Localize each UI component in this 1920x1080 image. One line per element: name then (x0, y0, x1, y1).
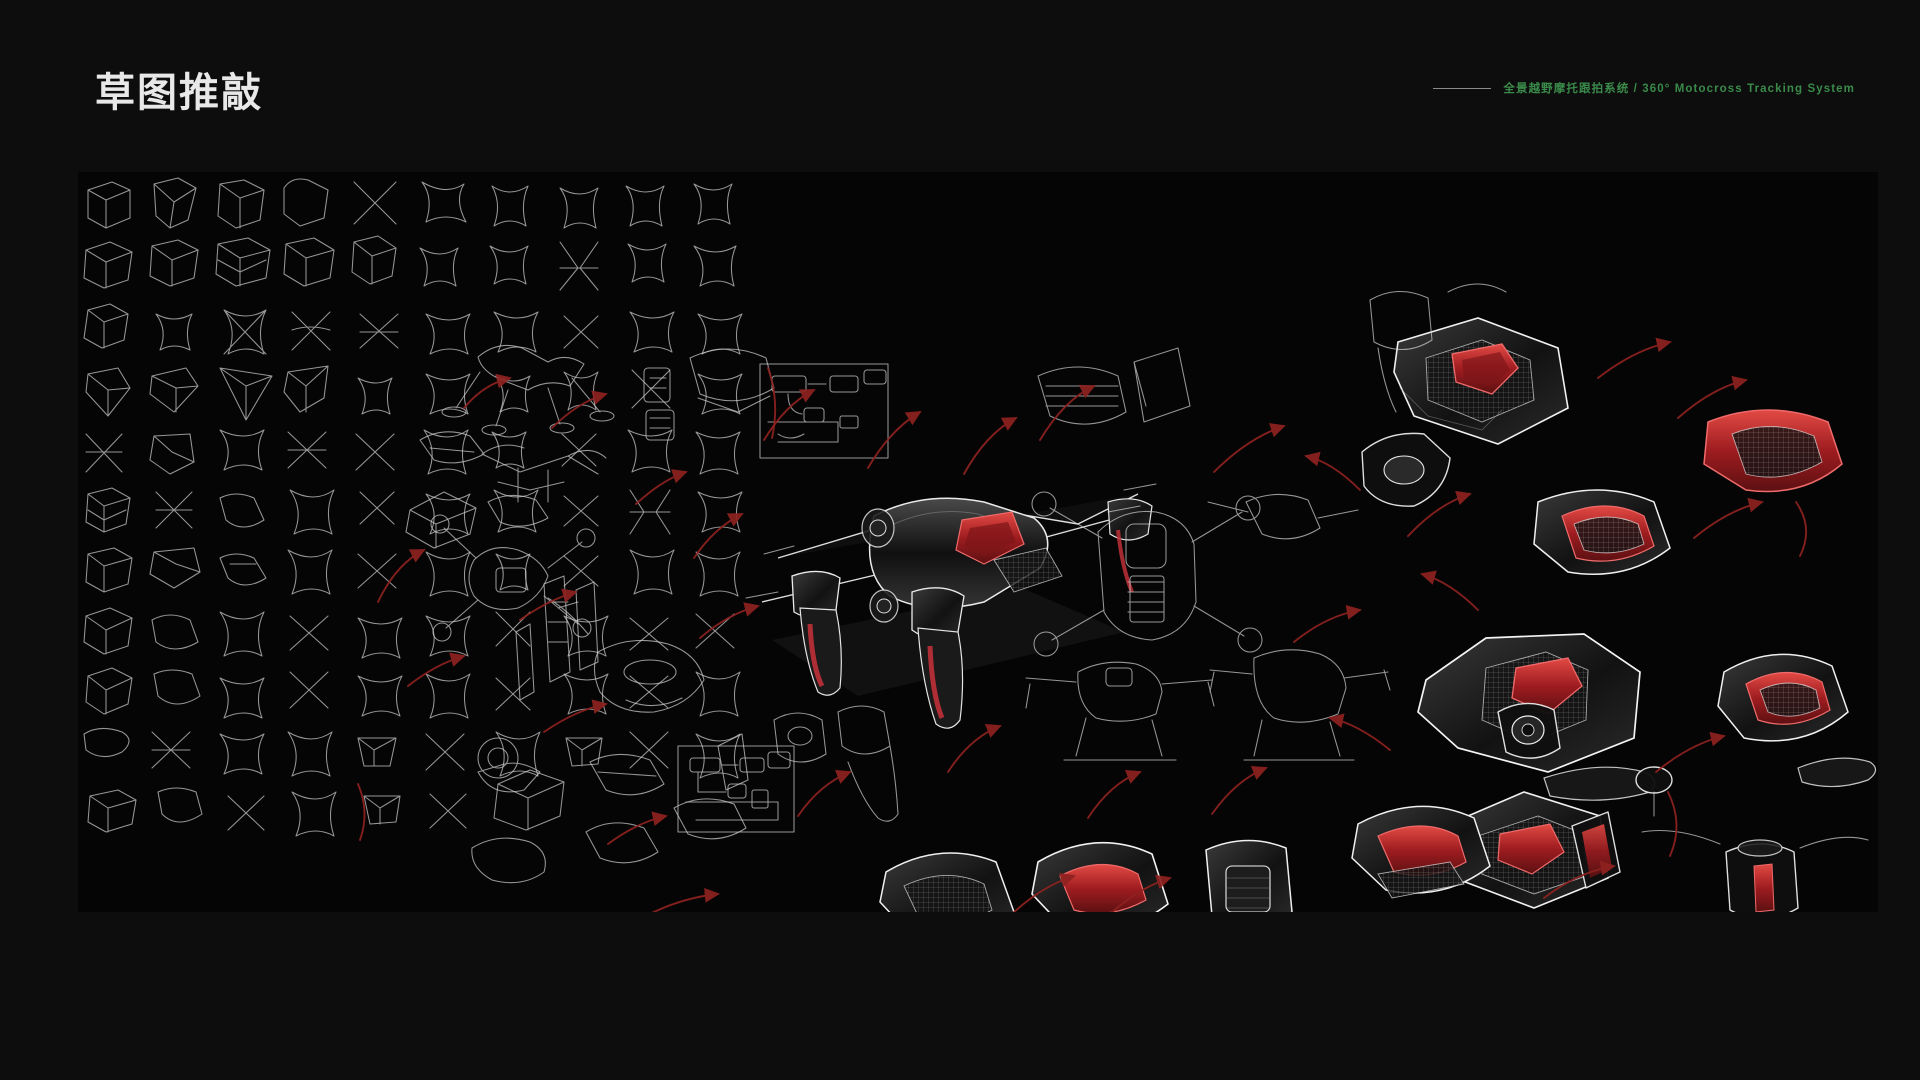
cluster-orthographic-views (1025, 491, 1391, 761)
cluster-frame-studies (405, 344, 747, 884)
header-subtitle: 全景越野摩托跟拍系统 / 360° Motocross Tracking Sys… (1503, 83, 1855, 95)
cluster-thumbnail-grid (83, 177, 743, 837)
page-title: 草图推敲 (95, 71, 263, 115)
page-header: 草图推敲 全景越野摩托跟拍系统 / 360° Motocross Trackin… (0, 0, 1920, 160)
cluster-flow-diagrams (677, 363, 889, 833)
horizontal-rule-icon (1433, 87, 1492, 89)
sketch-exploration-board (78, 172, 1878, 912)
header-meta: 全景越野摩托跟拍系统 / 360° Motocross Tracking Sys… (1433, 80, 1855, 96)
cluster-process-arrows (357, 337, 1807, 912)
sketch-board-canvas (83, 177, 1877, 912)
cluster-body-shell-studies (879, 317, 1849, 912)
cluster-hero-rendering (745, 483, 1157, 729)
